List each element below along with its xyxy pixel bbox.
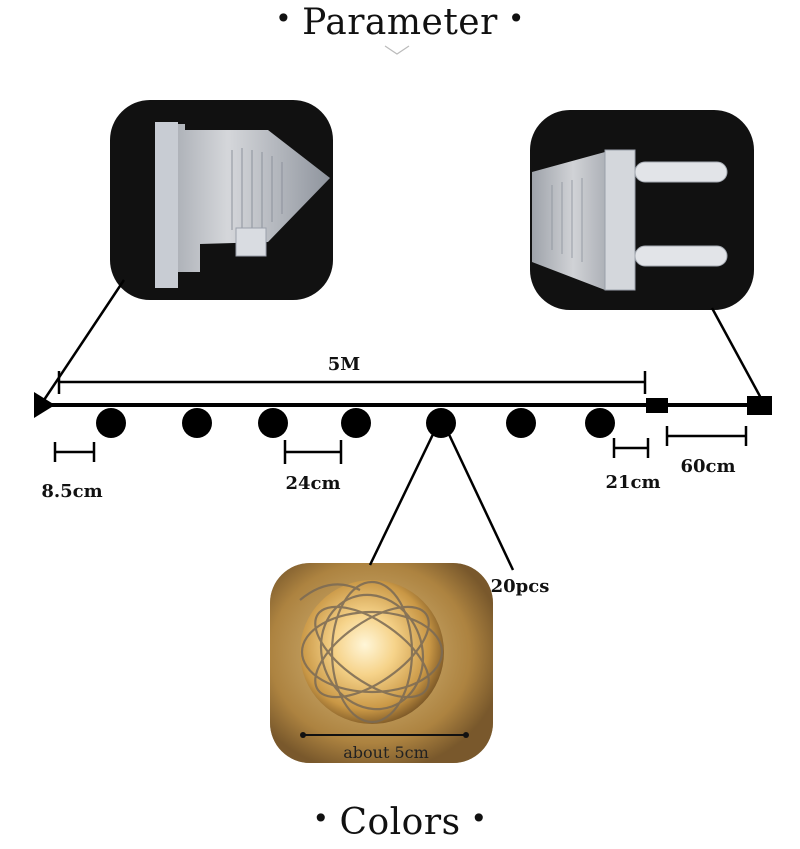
- rattan-ball-light-photo: about 5cm: [270, 563, 493, 763]
- bulb: [258, 408, 288, 438]
- tail-gap-label: 21cm: [605, 472, 660, 493]
- bulb: [426, 408, 456, 438]
- length-dimension: [57, 371, 647, 394]
- colors-heading-text: Colors: [339, 802, 461, 843]
- parameter-heading: • Parameter •: [0, 2, 800, 43]
- heading-bullet-left: •: [312, 802, 330, 835]
- heading-bullet-left: •: [275, 2, 293, 35]
- bulb: [585, 408, 615, 438]
- heading-bullet-right: •: [507, 2, 525, 35]
- spacing-label: 24cm: [285, 473, 340, 494]
- bulb: [182, 408, 212, 438]
- pointer-lines: [42, 279, 764, 571]
- main-cable: [34, 392, 772, 418]
- lead-length-label: 60cm: [680, 456, 735, 477]
- bulb: [341, 408, 371, 438]
- connector-end-arrow: [34, 392, 55, 418]
- parameter-heading-text: Parameter: [302, 2, 498, 43]
- top-divider: [60, 45, 740, 55]
- plug-box: [747, 396, 772, 415]
- controller-box: [646, 398, 668, 413]
- gap-dimensions: [53, 426, 748, 464]
- bulbs: [96, 408, 615, 438]
- colors-heading: • Colors •: [0, 802, 800, 843]
- count-label: 20pcs: [491, 576, 550, 597]
- length-total-label: 5M: [328, 354, 361, 375]
- eu-two-pin-plug-photo: [530, 110, 754, 310]
- bulb: [96, 408, 126, 438]
- heading-bullet-right: •: [470, 802, 488, 835]
- first-gap-label: 8.5cm: [41, 481, 102, 502]
- female-connector-plug-photo: [110, 100, 333, 300]
- ball-size-label: about 5cm: [343, 743, 429, 762]
- bulb: [506, 408, 536, 438]
